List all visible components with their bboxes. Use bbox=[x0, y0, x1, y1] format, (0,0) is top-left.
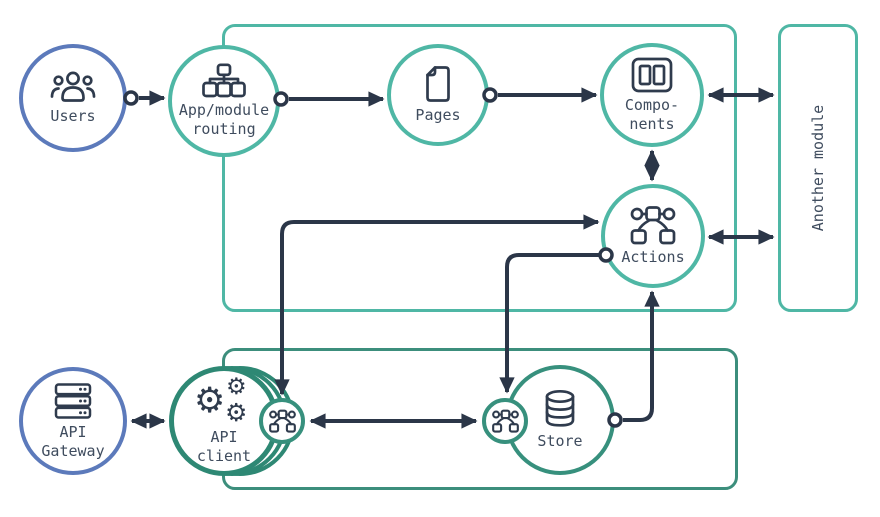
node-api-gateway-label-2: Gateway bbox=[41, 441, 105, 460]
workflow-icon bbox=[491, 409, 519, 433]
node-routing-label-1: App/module bbox=[178, 101, 270, 120]
node-pages: Pages bbox=[387, 44, 489, 146]
node-components: Compo- nents bbox=[600, 43, 704, 147]
node-components-label-1: Compo- bbox=[624, 95, 680, 114]
node-pages-label: Pages bbox=[415, 106, 461, 125]
another-module-label: Another module bbox=[809, 104, 827, 232]
workflow-icon bbox=[268, 409, 296, 433]
gears-icon: ⚙ ⚙ ⚙ bbox=[194, 374, 248, 428]
node-users-label: Users bbox=[50, 107, 96, 126]
node-actions: Actions bbox=[601, 184, 705, 288]
another-module-label-wrap: Another module bbox=[778, 24, 858, 312]
server-icon bbox=[54, 383, 92, 419]
columns-icon bbox=[631, 57, 673, 93]
node-actions-label: Actions bbox=[621, 248, 685, 267]
database-icon bbox=[545, 390, 575, 427]
node-components-label-2: nents bbox=[629, 114, 675, 133]
node-store-label: Store bbox=[537, 432, 583, 451]
workflow-icon bbox=[630, 206, 676, 245]
node-routing-label-2: routing bbox=[192, 120, 256, 138]
sitemap-icon bbox=[202, 63, 246, 98]
page-icon bbox=[426, 66, 450, 102]
node-app-module-routing: App/module routing bbox=[168, 45, 280, 157]
api-client-connector bbox=[259, 398, 305, 444]
node-api-client-label-2: client bbox=[196, 447, 252, 465]
store-connector bbox=[482, 398, 528, 444]
node-api-client-label-1: API bbox=[210, 428, 238, 447]
node-api-gateway: API Gateway bbox=[19, 367, 127, 475]
users-icon bbox=[50, 71, 96, 102]
node-users: Users bbox=[19, 44, 127, 152]
another-module-container bbox=[778, 24, 858, 312]
node-api-gateway-label-1: API bbox=[59, 422, 87, 441]
